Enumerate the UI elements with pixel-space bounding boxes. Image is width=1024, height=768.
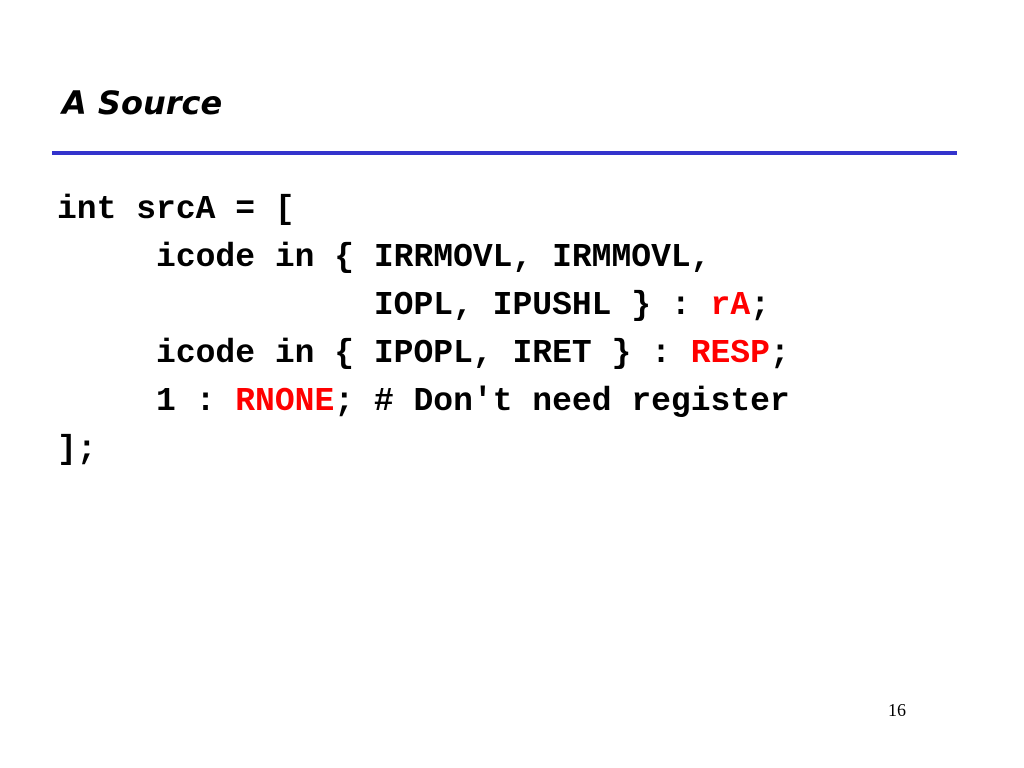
- page-number: 16: [888, 700, 906, 720]
- code-text: 1 :: [57, 383, 236, 420]
- code-text: icode in { IPOPL, IRET } :: [57, 335, 691, 372]
- register-name: rA: [710, 287, 751, 324]
- code-line-1: int srcA = [: [57, 191, 295, 228]
- code-text: ;: [769, 335, 790, 372]
- code-line-6: ];: [57, 431, 97, 468]
- code-line-5: 1 : RNONE; # Don't need register: [57, 378, 790, 426]
- slide-title: A Source: [62, 84, 223, 122]
- code-line-2: icode in { IRRMOVL, IRMMOVL,: [57, 239, 711, 276]
- title-divider: [52, 151, 957, 155]
- code-comment: ; # Don't need register: [334, 383, 790, 420]
- register-name: RESP: [690, 335, 770, 372]
- code-block: int srcA = [ icode in { IRRMOVL, IRMMOVL…: [57, 186, 790, 474]
- code-text: IOPL, IPUSHL } :: [57, 287, 711, 324]
- code-line-4: icode in { IPOPL, IRET } : RESP;: [57, 330, 790, 378]
- code-text: ;: [750, 287, 770, 324]
- code-line-3: IOPL, IPUSHL } : rA;: [57, 282, 790, 330]
- register-name: RNONE: [235, 383, 335, 420]
